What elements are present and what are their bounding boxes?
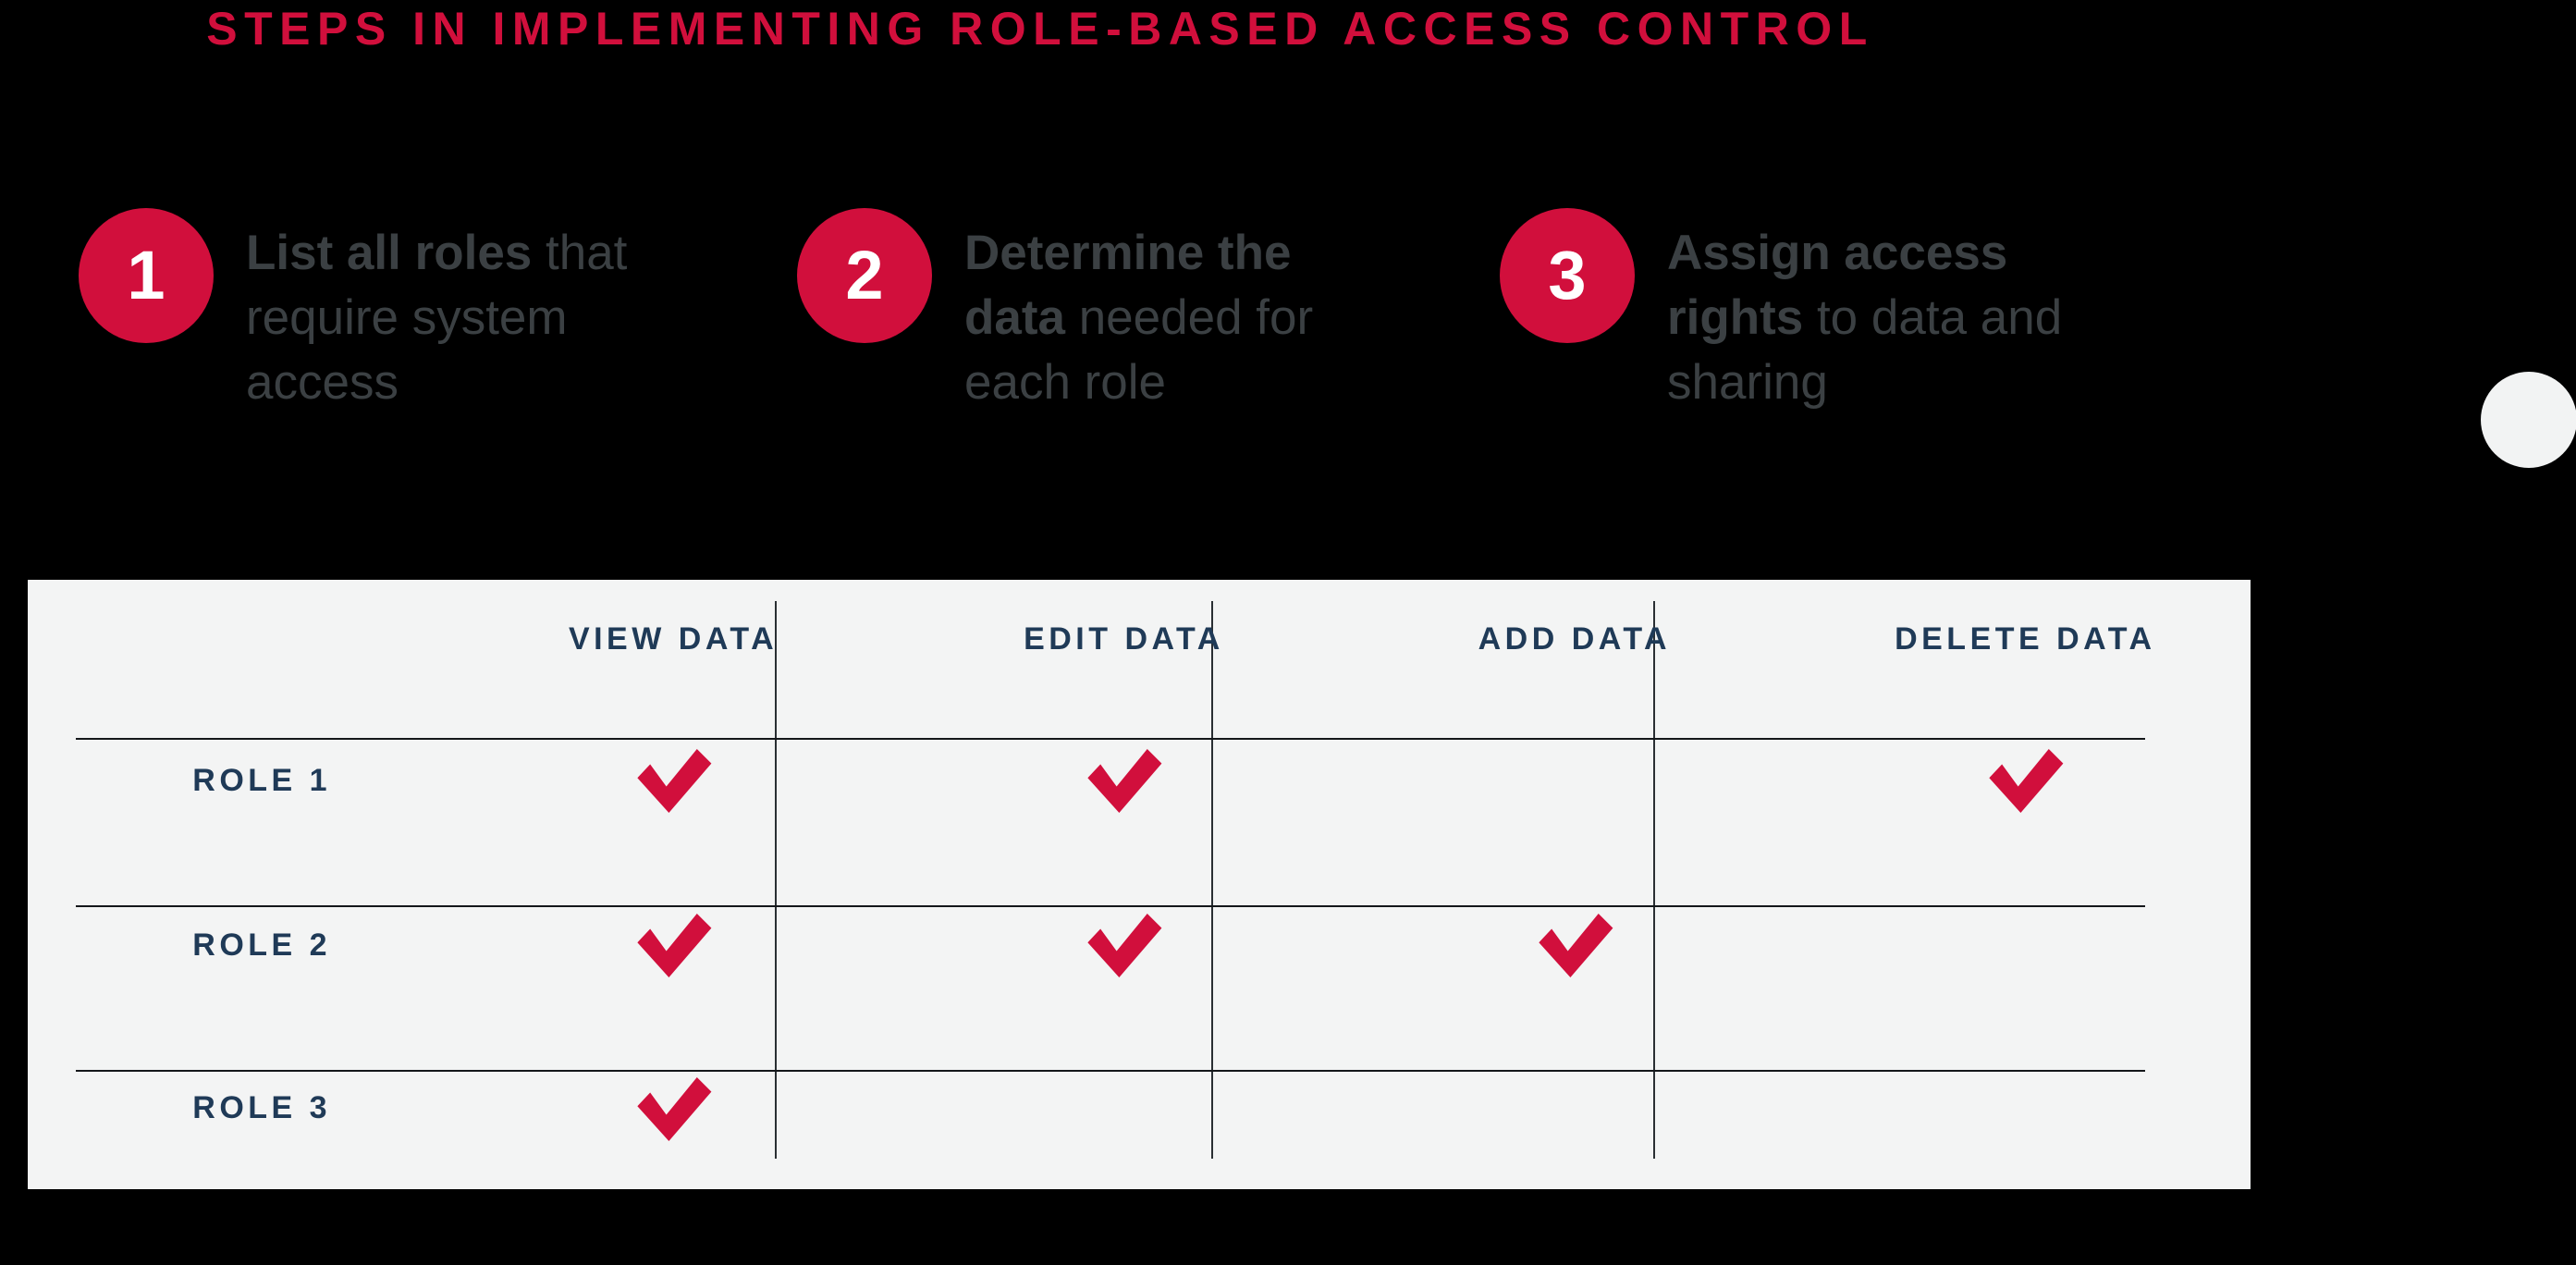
cell-role-3-delete-data[interactable]	[1800, 1027, 2251, 1189]
checkmark-icon	[1539, 913, 1613, 977]
row-label-role-1: ROLE 1	[192, 762, 332, 798]
checkmark-icon	[637, 1076, 712, 1141]
checkmark-icon	[1087, 748, 1162, 813]
step-description-2-bold: Determine the data	[964, 226, 1292, 345]
step-item-3: 3 Assign access rights to data and shari…	[1500, 208, 2102, 415]
step-item-1: 1 List all roles that require system acc…	[79, 208, 644, 415]
column-header-view-data: VIEW DATA	[568, 620, 779, 657]
step-description-2: Determine the data needed for each role	[964, 221, 1399, 415]
row-label-role-2: ROLE 2	[192, 927, 332, 963]
table-row: ROLE 2	[28, 863, 2251, 1027]
cell-role-3-add-data[interactable]	[1349, 1027, 1799, 1189]
cell-role-1-delete-data[interactable]	[1800, 698, 2251, 863]
checkmark-icon	[1087, 913, 1162, 977]
steps-row: 1 List all roles that require system acc…	[0, 208, 2404, 476]
table-row: ROLE 3	[28, 1027, 2251, 1189]
cell-role-2-delete-data[interactable]	[1800, 863, 2251, 1027]
cell-role-1-view-data[interactable]	[448, 698, 898, 863]
cell-role-2-add-data[interactable]	[1349, 863, 1799, 1027]
column-divider-2	[1211, 601, 1213, 1159]
row-rule-1	[76, 905, 2145, 907]
step-description-3-bold: Assign access rights	[1667, 226, 2008, 345]
column-header-add-data: ADD DATA	[1478, 620, 1672, 657]
step-number-badge-3: 3	[1500, 208, 1635, 343]
cell-role-1-edit-data[interactable]	[899, 698, 1349, 863]
column-header-role	[28, 580, 448, 698]
step-description-2-rest: needed for each role	[964, 289, 1314, 410]
column-header-edit-data: EDIT DATA	[1024, 620, 1224, 657]
step-description-3: Assign access rights to data and sharing	[1667, 221, 2102, 415]
cell-role-1-add-data[interactable]	[1349, 698, 1799, 863]
checkmark-icon	[637, 913, 712, 977]
cell-role-2-view-data[interactable]	[448, 863, 898, 1027]
step-description-1-rest: that require system access	[246, 226, 628, 410]
table-body: ROLE 1 ROLE 2 ROLE 3	[28, 698, 2251, 1189]
permissions-table: VIEW DATA EDIT DATA ADD DATA DELETE DATA…	[28, 580, 2251, 1189]
column-divider-3	[1653, 601, 1655, 1159]
row-label-role-3: ROLE 3	[192, 1090, 332, 1125]
checkmark-icon	[1989, 748, 2064, 813]
step-description-1-bold: List all roles	[246, 226, 533, 280]
step-number-badge-1: 1	[79, 208, 214, 343]
column-divider-1	[775, 601, 777, 1159]
permissions-table-card: VIEW DATA EDIT DATA ADD DATA DELETE DATA…	[28, 580, 2251, 1189]
page-title: STEPS IN IMPLEMENTING ROLE-BASED ACCESS …	[206, 3, 1874, 55]
cell-role-3-edit-data[interactable]	[899, 1027, 1349, 1189]
table-row: ROLE 1	[28, 698, 2251, 863]
step-description-3-rest: to data and sharing	[1667, 289, 2063, 410]
table-header-row: VIEW DATA EDIT DATA ADD DATA DELETE DATA	[28, 580, 2251, 698]
cell-role-3-view-data[interactable]	[448, 1027, 898, 1189]
row-rule-2	[76, 1070, 2145, 1072]
table-header: VIEW DATA EDIT DATA ADD DATA DELETE DATA	[28, 580, 2251, 698]
cell-role-2-edit-data[interactable]	[899, 863, 1349, 1027]
checkmark-icon	[637, 748, 712, 813]
step-number-badge-2: 2	[797, 208, 932, 343]
step-description-1: List all roles that require system acces…	[246, 221, 644, 415]
header-rule	[76, 738, 2145, 740]
decorative-circle	[2481, 372, 2576, 468]
column-header-delete-data: DELETE DATA	[1895, 620, 2156, 657]
step-item-2: 2 Determine the data needed for each rol…	[797, 208, 1399, 415]
